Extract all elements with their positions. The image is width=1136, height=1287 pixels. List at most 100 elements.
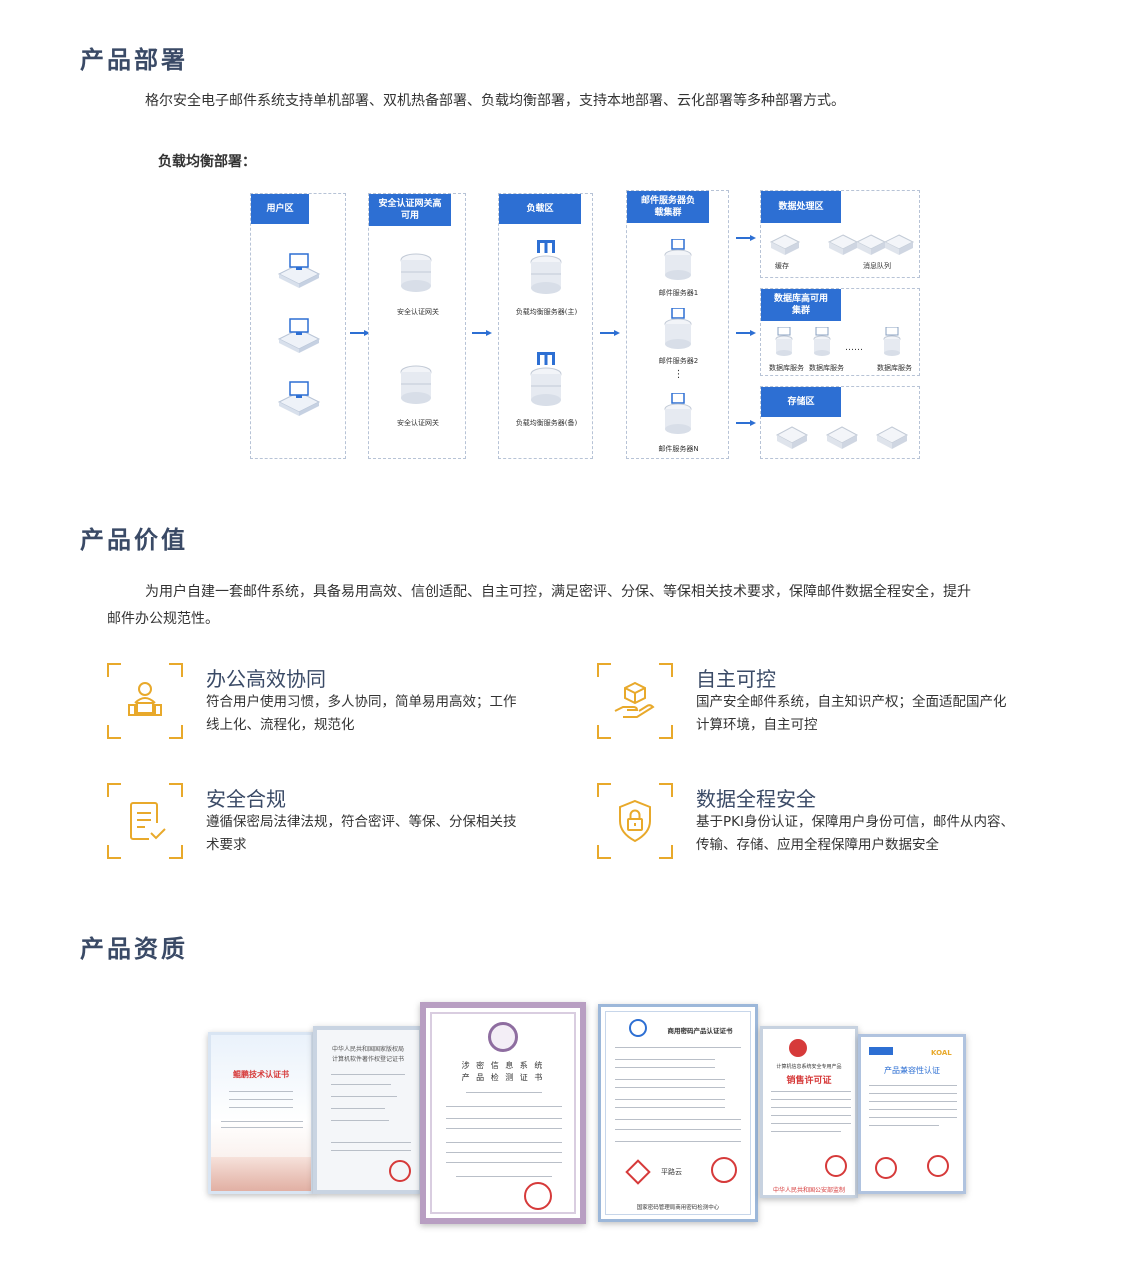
- flow-arrow: [350, 330, 370, 336]
- red-seal: [389, 1160, 411, 1182]
- mail-server-icon: [664, 393, 692, 434]
- deploy-description: 格尔安全电子邮件系统支持单机部署、双机热备部署、负载均衡部署，支持本地部署、云化…: [145, 93, 845, 109]
- red-seal: [875, 1157, 897, 1179]
- certificate-sales-license: 计算机信息系统安全专用产品 销售许可证 中华人民共和国公安部监制: [760, 1026, 858, 1198]
- database-icon: [883, 327, 901, 356]
- deploy-section-title: 产品部署: [80, 46, 188, 74]
- value-card-data-security: 数据全程安全 基于PKI身份认证，保障用户身份可信，邮件从内容、传输、存储、应用…: [570, 783, 1014, 861]
- value-description-line-1: 为用户自建一套邮件系统，具备易用高效、信创适配、自主可控，满足密评、分保、等保相…: [145, 584, 971, 600]
- value-card-title: 办公高效协同: [206, 667, 326, 691]
- cert-mark-text: 平路云: [661, 1168, 682, 1176]
- mail-server-1-label: 邮件服务器1: [658, 289, 699, 297]
- gateway-zone-tag: 安全认证网关高可用: [369, 194, 451, 226]
- certificate-compatibility: KOAL 产品兼容性认证: [858, 1034, 966, 1194]
- computer-icon: [277, 253, 321, 288]
- computer-icon: [277, 318, 321, 353]
- storage-icon: [775, 426, 809, 449]
- storage-zone-tag: 存储区: [761, 387, 841, 417]
- gateway-zone: 安全认证网关高可用 安全认证网关 安全认证网关: [368, 193, 466, 459]
- gateway-label: 安全认证网关: [397, 419, 439, 427]
- load-balancer-icon: [530, 240, 562, 294]
- certificate-classified-system: 涉 密 信 息 系 统 产 品 检 测 证 书: [420, 1002, 586, 1224]
- database-icon: [813, 327, 831, 356]
- storage-zone: 存储区: [760, 386, 920, 459]
- load-balancer-zone: 负载区 负载均衡服务器(主) 负载均衡服务器(备): [498, 193, 593, 459]
- cert-title: 产品兼容性认证: [884, 1066, 940, 1075]
- cert-title: 商用密码产品认证证书: [667, 1027, 733, 1035]
- cache-label: 缓存: [775, 262, 789, 270]
- cert-title: 鲲鹏技术认证书: [233, 1070, 289, 1079]
- cert-title: 中华人民共和国国家版权局: [331, 1046, 404, 1053]
- icon-frame: [107, 783, 183, 859]
- value-section-title: 产品价值: [80, 526, 188, 554]
- koal-logo: KOAL: [931, 1049, 952, 1057]
- flow-arrow: [736, 420, 756, 426]
- document-check-icon: [130, 802, 166, 840]
- cert-footer: 国家密码管理局商用密码检测中心: [636, 1205, 720, 1211]
- certificate-kunpeng: 鲲鹏技术认证书: [208, 1032, 314, 1194]
- data-zone-tag: 数据处理区: [761, 191, 841, 223]
- certificate-software-copyright: 中华人民共和国国家版权局 计算机软件著作权登记证书: [313, 1026, 423, 1194]
- red-seal: [524, 1182, 552, 1210]
- database-icon: [775, 327, 793, 356]
- cache-icon: [769, 234, 801, 255]
- vertical-ellipsis: ⋮: [673, 369, 684, 380]
- value-card-title: 安全合规: [206, 787, 286, 811]
- storage-icon: [825, 426, 859, 449]
- server-icon: [400, 253, 432, 292]
- load-balancer-icon: [530, 352, 562, 406]
- mail-cluster-zone: 邮件服务器负载集群 邮件服务器1 邮件服务器2 ⋮ 邮件服务器N: [626, 190, 729, 459]
- flow-arrow: [472, 330, 492, 336]
- shield-lock-icon: [619, 799, 651, 843]
- value-card-efficiency: 办公高效协同 符合用户使用习惯，多人协同，简单易用高效；工作线上化、流程化，规范…: [80, 663, 517, 741]
- hand-cube-icon: [614, 681, 655, 718]
- value-card-title: 自主可控: [696, 667, 776, 691]
- horizontal-ellipsis: ……: [845, 343, 863, 353]
- value-card-desc: 国产安全邮件系统，自主知识产权；全面适配国产化计算环境，自主可控: [696, 694, 1007, 733]
- red-seal: [825, 1155, 847, 1177]
- cert-title: 产 品 检 测 证 书: [461, 1073, 545, 1082]
- lb-zone-tag: 负载区: [499, 194, 581, 224]
- db-service-label: 数据库服务: [877, 364, 912, 372]
- lb-backup-label: 负载均衡服务器(备): [515, 419, 578, 427]
- lb-main-label: 负载均衡服务器(主): [515, 308, 578, 316]
- value-card-desc: 遵循保密局法律法规，符合密评、等保、分保相关技术要求: [206, 814, 517, 853]
- db-zone-tag: 数据库高可用集群: [761, 289, 841, 321]
- user-zone-tag: 用户区: [251, 194, 309, 224]
- cert-title: 销售许可证: [786, 1076, 832, 1086]
- flow-arrow: [736, 330, 756, 336]
- value-card-autonomy: 自主可控 国产安全邮件系统，自主知识产权；全面适配国产化计算环境，自主可控: [570, 663, 1007, 741]
- db-service-label: 数据库服务: [769, 364, 804, 372]
- db-service-label: 数据库服务: [809, 364, 844, 372]
- value-card-compliance: 安全合规 遵循保密局法律法规，符合密评、等保、分保相关技术要求: [80, 783, 517, 861]
- icon-frame: [597, 783, 673, 859]
- cert-title: 计算机信息系统安全专用产品: [776, 1064, 842, 1070]
- mail-server-icon: [664, 308, 692, 349]
- mail-server-icon: [664, 239, 692, 280]
- certificate-commercial-crypto: 商用密码产品认证证书 平路云 国家密码管理局商用密码检测中心: [598, 1004, 758, 1222]
- partner-logo-icon: [869, 1047, 893, 1055]
- police-emblem-icon: [789, 1039, 807, 1057]
- value-card-desc: 基于PKI身份认证，保障用户身份可信，邮件从内容、传输、存储、应用全程保障用户数…: [696, 814, 1014, 853]
- red-seal: [711, 1157, 737, 1183]
- emblem-icon: [488, 1022, 518, 1052]
- deploy-subtitle: 负载均衡部署：: [158, 154, 256, 170]
- queue-icon: [827, 234, 915, 255]
- cert-title: 涉 密 信 息 系 统: [461, 1061, 545, 1070]
- red-seal: [927, 1155, 949, 1177]
- user-computer-icon: [128, 682, 162, 716]
- load-balance-diagram: 用户区 安全认证网关高可用 安全认证网关 安全认证网关 负载区: [248, 188, 924, 463]
- database-cluster-zone: 数据库高可用集群 数据库服务 数据库服务 …… 数据库服务: [760, 288, 920, 376]
- user-zone: 用户区: [250, 193, 346, 459]
- flow-arrow: [600, 330, 620, 336]
- value-card-title: 数据全程安全: [696, 787, 816, 811]
- qualification-section-title: 产品资质: [80, 935, 188, 963]
- storage-icon: [875, 426, 909, 449]
- data-processing-zone: 数据处理区 缓存 消息队列: [760, 190, 920, 278]
- value-description-line-2: 邮件办公规范性。: [107, 611, 219, 627]
- value-card-desc: 符合用户使用习惯，多人协同，简单易用高效；工作线上化、流程化，规范化: [206, 694, 517, 733]
- computer-icon: [277, 381, 321, 416]
- flow-arrow: [736, 235, 756, 241]
- mail-zone-tag: 邮件服务器负载集群: [627, 191, 709, 223]
- gateway-label: 安全认证网关: [397, 308, 439, 316]
